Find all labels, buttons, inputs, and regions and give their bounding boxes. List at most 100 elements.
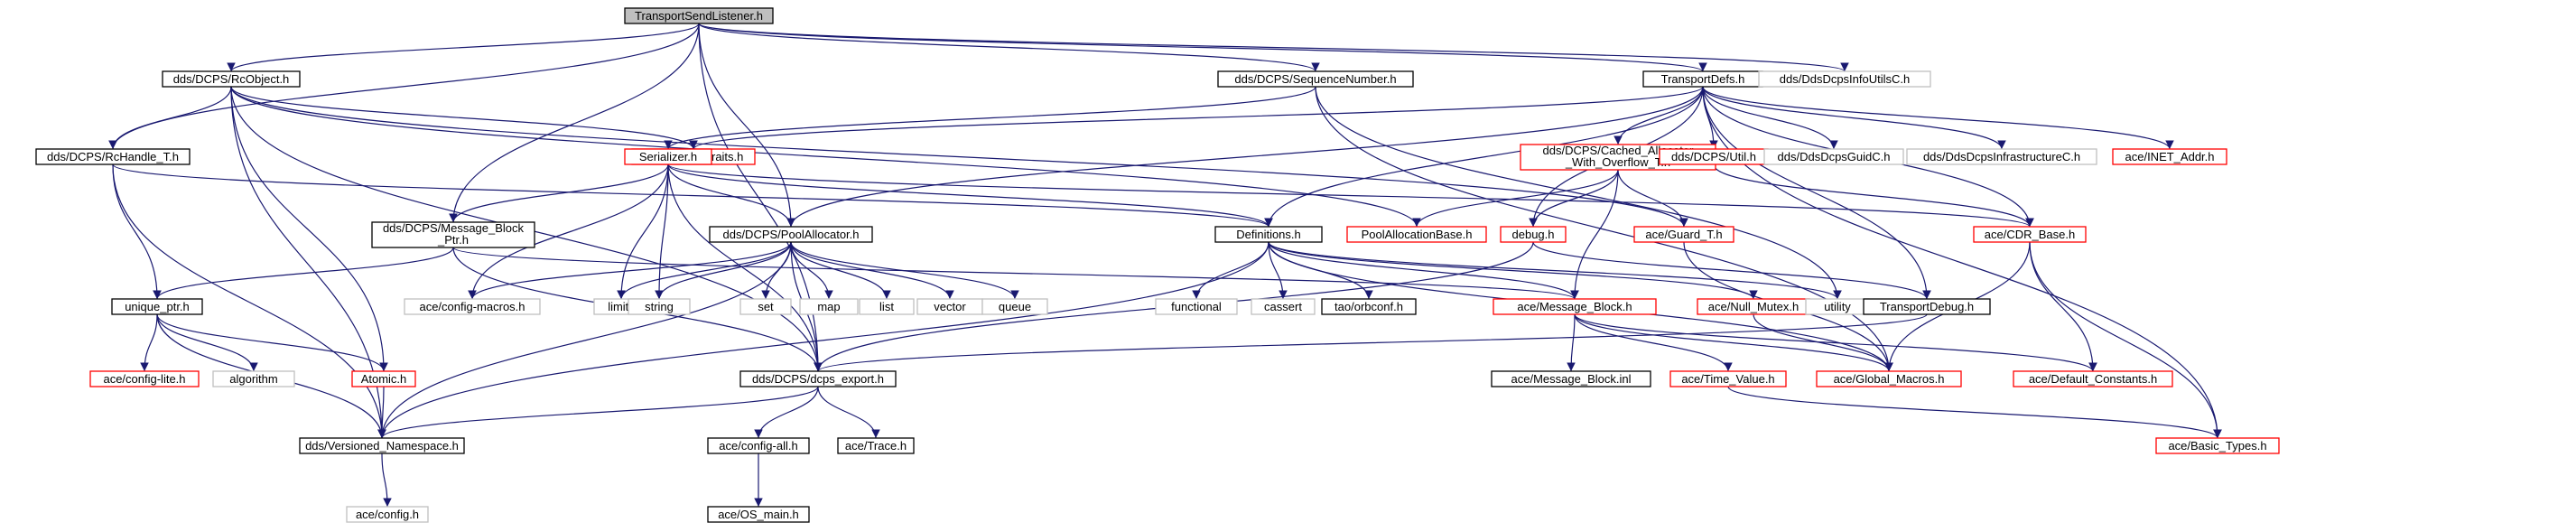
- node-configlite[interactable]: ace/config-lite.h: [89, 370, 200, 387]
- edge-cachedalloc-to-guardt: [1617, 169, 1688, 228]
- node-configall[interactable]: ace/config-all.h: [707, 437, 810, 454]
- node-label: ace/Null_Mutex.h: [1708, 300, 1799, 313]
- edge-definitions-to-utility: [1268, 241, 1842, 300]
- node-label: map: [817, 300, 840, 313]
- node-label: vector: [934, 300, 966, 313]
- node-cdrbase[interactable]: ace/CDR_Base.h: [1973, 226, 2087, 243]
- node-uniqueptr[interactable]: unique_ptr.h: [111, 298, 203, 315]
- node-label: TransportDebug.h: [1880, 300, 1974, 313]
- node-label: dds/DCPS/RcObject.h: [173, 72, 290, 86]
- node-map: map: [799, 298, 859, 315]
- node-dcpsexport[interactable]: dds/DCPS/dcps_export.h: [739, 370, 897, 387]
- edge-definitions-to-versionedns: [377, 241, 1269, 439]
- node-osmain[interactable]: ace/OS_main.h: [707, 506, 810, 523]
- node-inetaddr[interactable]: ace/INET_Addr.h: [2112, 148, 2227, 165]
- node-label: unique_ptr.h: [125, 300, 190, 313]
- node-label: functional: [1171, 300, 1222, 313]
- node-label: dds/DdsDcpsInfrastructureC.h: [1923, 150, 2080, 163]
- node-seqnum[interactable]: dds/DCPS/SequenceNumber.h: [1217, 70, 1414, 88]
- node-box: [1669, 370, 1787, 387]
- node-box: [2112, 148, 2227, 165]
- edge-dcpsexport-to-versionedns: [377, 386, 819, 439]
- node-box: [351, 370, 416, 387]
- node-trace[interactable]: ace/Trace.h: [837, 437, 915, 454]
- node-label: algorithm: [229, 372, 277, 386]
- node-label: ace/Trace.h: [845, 439, 907, 453]
- node-label: TransportDefs.h: [1661, 72, 1745, 86]
- edge-poolalloc-to-configmacros: [468, 241, 792, 300]
- edge-dcpsexport-to-trace: [817, 386, 880, 439]
- edge-serializer-to-configmacros: [468, 163, 669, 300]
- node-box: [35, 148, 191, 165]
- node-globalmacros[interactable]: ace/Global_Macros.h: [1816, 370, 1962, 387]
- node-label: debug.h: [1512, 228, 1555, 241]
- edge-root-to-transportdefs: [698, 23, 1707, 72]
- node-dcpsutil[interactable]: dds/DCPS/Util.h: [1659, 148, 1769, 165]
- node-box: [1758, 70, 1931, 88]
- edge-serializer-to-definitions: [667, 163, 1273, 228]
- node-rcobject[interactable]: dds/DCPS/RcObject.h: [162, 70, 301, 88]
- edge-poolalloc-to-list: [790, 241, 891, 300]
- node-label: dds/DdsDcpsInfoUtilsC.h: [1780, 72, 1911, 86]
- node-poolallocbase[interactable]: PoolAllocationBase.h: [1346, 226, 1487, 243]
- node-atomic[interactable]: Atomic.h: [351, 370, 416, 387]
- node-cassert: cassert: [1251, 298, 1316, 315]
- node-box: [212, 370, 295, 387]
- node-label: ace/Global_Macros.h: [1834, 372, 1945, 386]
- node-label: string: [645, 300, 674, 313]
- node-set: set: [739, 298, 792, 315]
- node-box: [1217, 70, 1414, 88]
- node-defaultconst[interactable]: ace/Default_Constants.h: [2013, 370, 2173, 387]
- node-debugh[interactable]: debug.h: [1500, 226, 1567, 243]
- node-label: ace/Time_Value.h: [1681, 372, 1774, 386]
- node-box: [299, 437, 465, 454]
- edge-poolalloc-to-limits: [617, 241, 792, 300]
- node-nullmutex[interactable]: ace/Null_Mutex.h: [1697, 298, 1810, 315]
- node-box: [859, 298, 915, 315]
- node-msgblockptr[interactable]: dds/DCPS/Message_Block_Ptr.h: [371, 221, 535, 248]
- node-vector: vector: [916, 298, 983, 315]
- node-label: ace/OS_main.h: [718, 508, 799, 521]
- node-box: [707, 437, 810, 454]
- node-basictypes[interactable]: ace/Basic_Types.h: [2155, 437, 2280, 454]
- node-msgblock[interactable]: ace/Message_Block.h: [1493, 298, 1657, 315]
- node-box: [624, 7, 774, 24]
- node-label: ace/Default_Constants.h: [2029, 372, 2157, 386]
- node-label: ace/Message_Block.h: [1517, 300, 1632, 313]
- node-timevalue[interactable]: ace/Time_Value.h: [1669, 370, 1787, 387]
- node-infrac: dds/DdsDcpsInfrastructureC.h: [1906, 148, 2097, 165]
- edge-serializer-to-string: [655, 163, 669, 300]
- node-orbconf[interactable]: tao/orbconf.h: [1321, 298, 1417, 315]
- node-root[interactable]: TransportSendListener.h: [624, 7, 774, 24]
- edge-debugh-to-transportdebug: [1532, 241, 1931, 300]
- edge-transportdefs-to-guidc: [1702, 86, 1838, 150]
- edge-uniqueptr-to-configlite: [140, 313, 158, 372]
- node-box: [346, 506, 429, 523]
- edge-transportdefs-to-infrac: [1702, 86, 2006, 150]
- node-poolalloc[interactable]: dds/DCPS/PoolAllocator.h: [709, 226, 873, 243]
- edge-root-to-msgblockptr: [449, 23, 700, 223]
- node-serializer[interactable]: Serializer.h: [624, 148, 712, 165]
- edge-rcobject-to-atomic: [230, 86, 388, 372]
- node-box: [2155, 437, 2280, 454]
- node-box: [1346, 226, 1487, 243]
- edge-root-to-infoutilsc: [698, 23, 1849, 72]
- node-box: [1155, 298, 1238, 315]
- node-box: [1321, 298, 1417, 315]
- node-definitions[interactable]: Definitions.h: [1214, 226, 1323, 243]
- node-guardt[interactable]: ace/Guard_T.h: [1633, 226, 1734, 243]
- edge-cdrbase-to-basictypes: [2029, 241, 2222, 439]
- edge-dcpsutil-to-cdrbase: [1713, 163, 2034, 228]
- node-versionedns[interactable]: dds/Versioned_Namespace.h: [299, 437, 465, 454]
- node-msgblockinl[interactable]: ace/Message_Block.inl: [1491, 370, 1651, 387]
- node-label: cassert: [1264, 300, 1302, 313]
- node-label: set: [758, 300, 774, 313]
- edge-cdrbase-to-defaultconst: [2029, 241, 2097, 372]
- node-transportdefs[interactable]: TransportDefs.h: [1642, 70, 1763, 88]
- node-label: PoolAllocationBase.h: [1362, 228, 1473, 241]
- node-rchandle[interactable]: dds/DCPS/RcHandle_T.h: [35, 148, 191, 165]
- node-transportdebug[interactable]: TransportDebug.h: [1863, 298, 1991, 315]
- node-configh: ace/config.h: [346, 506, 429, 523]
- edge-rchandle-to-uniqueptr: [112, 163, 162, 300]
